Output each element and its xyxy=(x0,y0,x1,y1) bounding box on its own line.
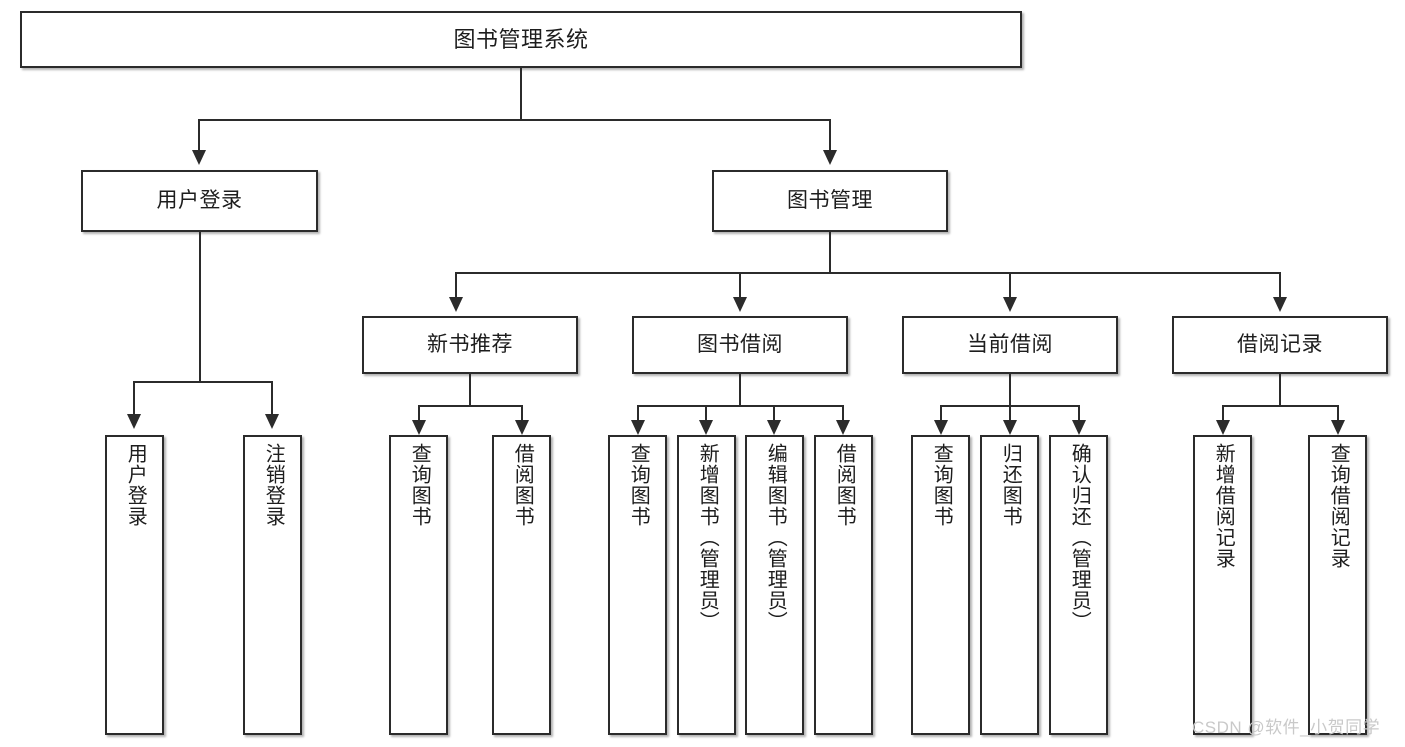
connector-to-book-management xyxy=(829,119,831,151)
connector-bb-leaf-3 xyxy=(773,405,775,421)
connector-nbr-leaf-2 xyxy=(521,405,523,421)
node-label: 查询图书 xyxy=(930,443,953,527)
node-borrow-record[interactable]: 借阅记录 xyxy=(1172,316,1388,374)
arrowhead-leaf-confirm-return xyxy=(1072,420,1086,435)
node-book-borrow[interactable]: 图书借阅 xyxy=(632,316,848,374)
node-leaf-add-book[interactable]: 新增图书（管理员） xyxy=(677,435,736,735)
node-label: 借阅图书 xyxy=(833,443,856,527)
node-label: 图书管理系统 xyxy=(453,26,589,52)
node-new-book-recommend[interactable]: 新书推荐 xyxy=(362,316,578,374)
node-leaf-query-book-1[interactable]: 查询图书 xyxy=(389,435,448,735)
arrowhead-user-login xyxy=(192,150,206,165)
arrowhead-leaf-borrow-book-2 xyxy=(836,420,850,435)
node-label: 图书借阅 xyxy=(697,332,783,356)
connector-to-current-borrow xyxy=(1009,272,1011,298)
node-label: 查询图书 xyxy=(627,443,650,527)
connector-borrow-record-bar xyxy=(1222,405,1338,407)
arrowhead-leaf-return-book xyxy=(1003,420,1017,435)
node-leaf-borrow-book-2[interactable]: 借阅图书 xyxy=(814,435,873,735)
connector-user-login-leaf-2 xyxy=(271,381,273,415)
node-label: 用户登录 xyxy=(124,443,147,527)
connector-cb-leaf-3 xyxy=(1078,405,1080,421)
node-label: 图书管理 xyxy=(787,188,873,212)
node-leaf-return-book[interactable]: 归还图书 xyxy=(980,435,1039,735)
arrowhead-leaf-edit-book xyxy=(767,420,781,435)
node-label: 确认归还（管理员） xyxy=(1068,443,1091,632)
arrowhead-leaf-user-logout xyxy=(265,414,279,429)
connector-to-new-book-recommend xyxy=(455,272,457,298)
arrowhead-new-book-recommend xyxy=(449,297,463,312)
connector-current-borrow-stem xyxy=(1009,374,1011,406)
node-user-login[interactable]: 用户登录 xyxy=(81,170,318,232)
node-label: 新增借阅记录 xyxy=(1212,443,1235,569)
node-root-book-management-system[interactable]: 图书管理系统 xyxy=(20,11,1022,68)
connector-level2-bar xyxy=(198,119,830,121)
node-leaf-user-logout[interactable]: 注销登录 xyxy=(243,435,302,735)
arrowhead-leaf-add-record xyxy=(1216,420,1230,435)
node-leaf-query-book-2[interactable]: 查询图书 xyxy=(608,435,667,735)
connector-cb-leaf-2 xyxy=(1009,405,1011,421)
node-leaf-query-book-3[interactable]: 查询图书 xyxy=(911,435,970,735)
node-leaf-query-record[interactable]: 查询借阅记录 xyxy=(1308,435,1367,735)
arrowhead-leaf-query-book-2 xyxy=(631,420,645,435)
connector-user-login-bar xyxy=(133,381,272,383)
node-label: 借阅记录 xyxy=(1237,332,1323,356)
arrowhead-leaf-add-book xyxy=(699,420,713,435)
node-leaf-edit-book[interactable]: 编辑图书（管理员） xyxy=(745,435,804,735)
node-label: 编辑图书（管理员） xyxy=(764,443,787,632)
node-label: 注销登录 xyxy=(262,443,285,527)
arrowhead-book-management xyxy=(823,150,837,165)
connector-bb-leaf-2 xyxy=(705,405,707,421)
connector-level3-bar xyxy=(455,272,1281,274)
connector-br-leaf-2 xyxy=(1337,405,1339,421)
connector-book-borrow-bar xyxy=(637,405,843,407)
node-book-management[interactable]: 图书管理 xyxy=(712,170,948,232)
node-label: 查询图书 xyxy=(408,443,431,527)
node-leaf-user-login[interactable]: 用户登录 xyxy=(105,435,164,735)
connector-book-borrow-stem xyxy=(739,374,741,406)
node-leaf-confirm-return[interactable]: 确认归还（管理员） xyxy=(1049,435,1108,735)
arrowhead-leaf-query-book-3 xyxy=(934,420,948,435)
node-label: 查询借阅记录 xyxy=(1327,443,1350,569)
node-label: 当前借阅 xyxy=(967,332,1053,356)
connector-user-login-leaf-1 xyxy=(133,381,135,415)
node-current-borrow[interactable]: 当前借阅 xyxy=(902,316,1118,374)
connector-to-book-borrow xyxy=(739,272,741,298)
node-leaf-add-record[interactable]: 新增借阅记录 xyxy=(1193,435,1252,735)
node-label: 借阅图书 xyxy=(511,443,534,527)
connector-nbr-leaf-1 xyxy=(418,405,420,421)
connector-user-login-stem xyxy=(199,232,201,382)
node-leaf-borrow-book-1[interactable]: 借阅图书 xyxy=(492,435,551,735)
arrowhead-leaf-user-login xyxy=(127,414,141,429)
connector-br-leaf-1 xyxy=(1222,405,1224,421)
node-label: 用户登录 xyxy=(156,188,243,212)
connector-bb-leaf-4 xyxy=(842,405,844,421)
arrowhead-book-borrow xyxy=(733,297,747,312)
connector-bb-leaf-1 xyxy=(637,405,639,421)
connector-borrow-record-stem xyxy=(1279,374,1281,406)
node-label: 归还图书 xyxy=(999,443,1022,527)
connector-cb-leaf-1 xyxy=(940,405,942,421)
connector-to-user-login xyxy=(198,119,200,151)
connector-new-book-recommend-stem xyxy=(469,374,471,406)
arrowhead-leaf-query-record xyxy=(1331,420,1345,435)
connector-root-stem xyxy=(520,68,522,120)
connector-to-borrow-record xyxy=(1279,272,1281,298)
arrowhead-borrow-record xyxy=(1273,297,1287,312)
arrowhead-leaf-borrow-book-1 xyxy=(515,420,529,435)
arrowhead-leaf-query-book-1 xyxy=(412,420,426,435)
arrowhead-current-borrow xyxy=(1003,297,1017,312)
node-label: 新增图书（管理员） xyxy=(696,443,719,632)
connector-new-book-recommend-bar xyxy=(418,405,522,407)
node-label: 新书推荐 xyxy=(427,332,513,356)
connector-book-management-stem xyxy=(829,232,831,273)
